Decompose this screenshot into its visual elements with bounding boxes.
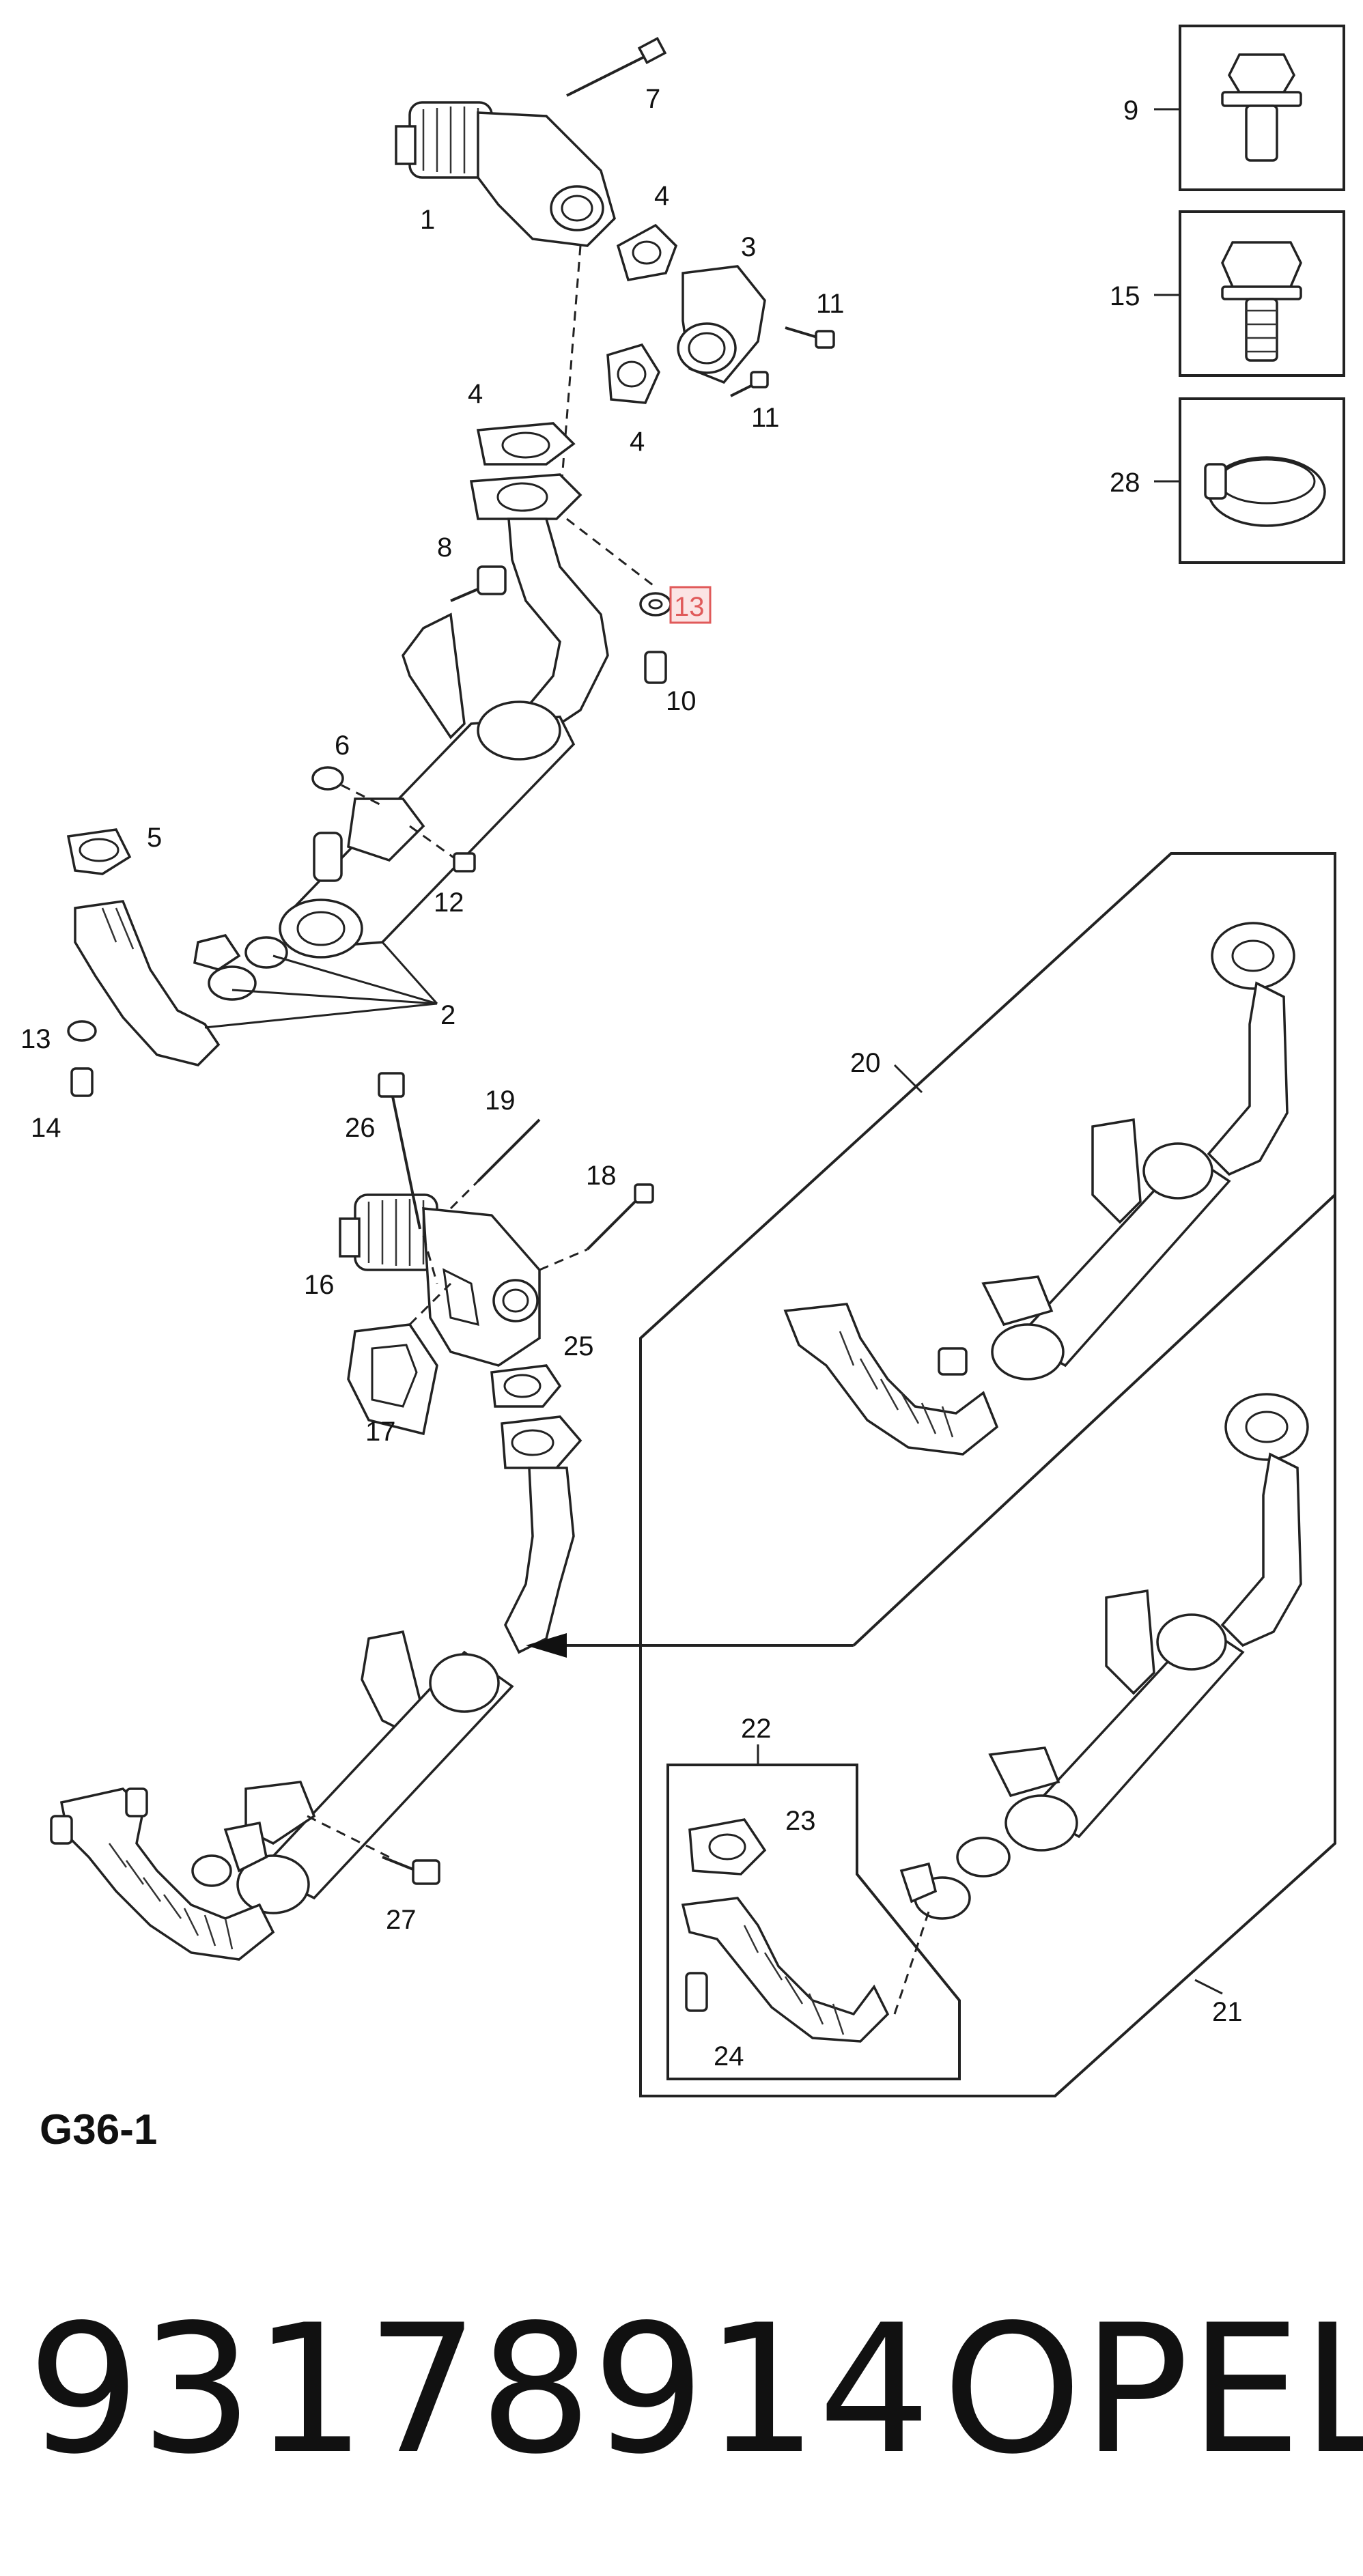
label-part-2: 2 [440,1000,455,1030]
label-part-11a: 11 [816,289,845,319]
label-part-7: 7 [645,84,660,114]
bolts-26-19-18 [378,1072,654,1284]
egr-cooler-lower [223,1630,514,1914]
egr-cooler-2 [279,700,576,959]
bolts-11 [730,326,835,397]
gasket-lower [469,422,582,520]
label-part-18: 18 [586,1161,617,1191]
label-part-22: 22 [741,1714,772,1744]
label-part-5: 5 [147,823,162,853]
inset-box-15 [1154,210,1345,377]
pipe-elbow-3 [677,265,766,384]
bracket-8 [402,565,507,739]
leaders-part-2 [204,942,438,1029]
label-part-20: 20 [850,1048,881,1078]
label-part-27: 27 [386,1905,417,1935]
kit-20-assembly [783,922,1295,1456]
label-part-28: 28 [1110,468,1140,498]
corrugated-hose [50,1787,275,1961]
label-part-4a: 4 [654,181,669,211]
label-part-6: 6 [335,731,350,761]
label-part-8: 8 [437,533,452,563]
label-part-23: 23 [785,1806,816,1836]
label-part-26: 26 [345,1113,376,1143]
group-label: G36-1 [40,2106,157,2153]
label-part-25: 25 [563,1331,594,1361]
label-part-24: 24 [714,2041,744,2071]
label-part-15: 15 [1110,281,1140,311]
kit-arrow [526,1633,854,1658]
brand-footer: OPEL [942,2287,1363,2493]
kit-21-assembly [899,1393,1309,1920]
label-part-3: 3 [741,232,756,262]
hose-5 [66,828,221,1066]
washer-13-bolt-14 [67,1020,97,1097]
label-part-10: 10 [666,686,697,716]
part-number-labels: 7 1 4 3 11 11 4 4 8 13 10 6 5 12 2 13 14… [20,84,1243,2071]
label-part-13-highlighted: 13 [674,592,705,622]
label-part-12: 12 [434,888,464,918]
egr-pipe-lower [501,1415,582,1654]
bolt-12 [409,825,476,873]
label-part-19: 19 [485,1086,516,1116]
label-part-9: 9 [1123,96,1138,126]
highlight-part-13: 13 [669,586,712,624]
inset-box-9 [1154,25,1345,191]
bolt-27 [382,1856,440,1885]
kit-22-box [666,1744,961,2080]
label-part-4b: 4 [468,379,483,409]
label-part-21: 21 [1212,1997,1243,2027]
kit-outline-20-21 [639,852,1336,2097]
gasket-25 [490,1364,562,1408]
label-part-4c: 4 [630,427,645,457]
gasket-17 [347,1282,452,1436]
part-number-footer: 93178914 [27,2287,931,2493]
label-part-1: 1 [420,205,435,235]
label-part-16: 16 [304,1270,335,1300]
cooler-gaskets [193,934,288,1001]
washer-13-highlight [639,592,672,684]
washer-6 [311,766,383,807]
inset-box-28 [1154,397,1345,564]
egr-valve-drawing [395,36,667,247]
label-part-11b: 11 [751,403,780,433]
label-part-14: 14 [31,1113,61,1143]
gasket-middle [606,343,660,404]
label-part-17: 17 [365,1417,396,1447]
gasket-top [616,223,678,282]
label-part-13b: 13 [20,1024,51,1054]
